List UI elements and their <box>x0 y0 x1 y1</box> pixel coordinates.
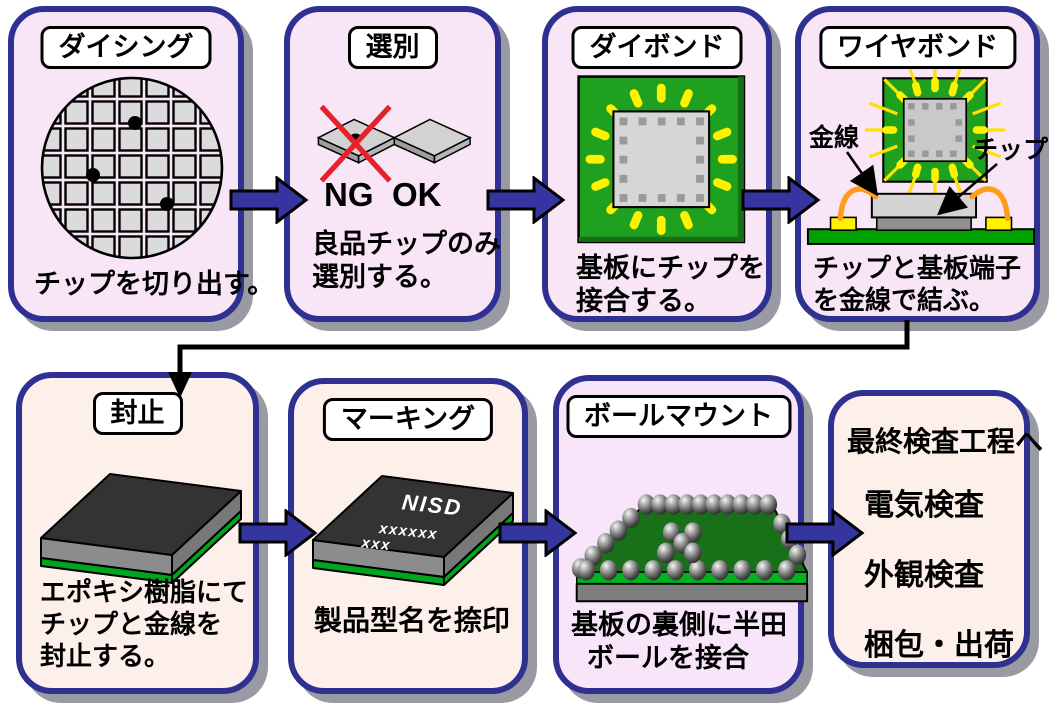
panel-dicing-title: ダイシング <box>40 26 212 70</box>
panel-ballmount-title: ボールマウント <box>566 395 791 439</box>
flow-arrow-icon <box>498 509 578 557</box>
final-inspection-heading: 最終検査工程へ <box>847 426 1044 457</box>
panel-sorting-caption: 良品チップのみ 選別する。 <box>312 229 501 293</box>
red-cross-icon <box>319 104 392 183</box>
panel-diebond-title: ダイボンド <box>571 26 743 70</box>
solder-balls <box>571 494 807 581</box>
panel-marking: マーキング NISD xxxxxx xxx 製品型名を捺印 <box>288 378 528 694</box>
solder-ball-board-illustration <box>571 494 809 603</box>
gold-wire-right <box>969 186 1011 222</box>
panel-dicing-caption: チップを切り出す。 <box>34 269 275 299</box>
die-bond-illustration <box>577 75 746 244</box>
final-item-visual: 外観検査 <box>864 559 984 592</box>
panel-final-inspection: 最終検査工程へ 電気検査 外観検査 梱包・出荷 <box>828 390 1043 668</box>
defect-dot <box>86 168 100 182</box>
panel-ballmount: ボールマウント <box>553 375 809 694</box>
gold-wire-label: 金線 <box>809 124 860 152</box>
ng-chip <box>316 104 397 183</box>
final-item-electrical: 電気検査 <box>864 489 984 522</box>
panel-sorting-title: 選別 <box>347 26 438 70</box>
svg-text:xxxxxx: xxxxxx <box>377 520 439 543</box>
panel-diebond: ダイボンド <box>542 6 772 322</box>
panel-dicing: ダイシング チップを切り出す。 <box>8 6 274 322</box>
chip-label: チップ <box>973 136 1049 164</box>
ng-label: NG <box>324 176 374 213</box>
svg-text:xxx: xxx <box>360 534 392 554</box>
chip <box>612 110 711 209</box>
flow-arrow-icon <box>785 509 865 557</box>
wire-bond-top-illustration <box>865 60 1005 200</box>
ok-chip <box>392 118 472 164</box>
defect-dot <box>160 197 174 211</box>
panel-marking-caption: 製品型名を捺印 <box>314 605 511 636</box>
panel-wirebond: ワイヤボンド <box>795 6 1048 322</box>
marked-package-illustration: NISD xxxxxx xxx <box>312 475 514 586</box>
panel-diebond-caption: 基板にチップを 接合する。 <box>576 253 765 317</box>
panel-marking-title: マーキング <box>322 398 494 442</box>
panel-sealing: 封止 エポキシ樹脂にて チップと金線を 封止する。 <box>16 372 259 694</box>
chip-pads <box>619 117 704 202</box>
defect-dot <box>128 116 142 130</box>
wirebond-annotation-arrows <box>845 151 998 216</box>
panel-ballmount-caption: 基板の裏側に半田 ボールを接合 <box>571 610 787 674</box>
wafer-illustration <box>40 76 224 260</box>
panel-sorting: 選別 NG OK 良品チップのみ 選別する。 <box>284 6 501 322</box>
flow-arrow-icon <box>486 176 566 224</box>
chip-ng-ok-illustration <box>316 104 472 183</box>
flow-arrow-icon <box>229 176 309 224</box>
flow-arrow-icon <box>238 509 318 557</box>
panel-wirebond-title: ワイヤボンド <box>818 26 1017 70</box>
molded-package-illustration <box>40 473 242 584</box>
panel-sealing-caption: エポキシ樹脂にて チップと金線を 封止する。 <box>40 577 249 672</box>
final-inspection-items: 電気検査 外観検査 梱包・出荷 <box>864 480 1014 690</box>
final-item-packing: 梱包・出荷 <box>864 629 1014 662</box>
panel-sealing-title: 封止 <box>92 392 183 436</box>
flow-arrow-icon <box>741 176 821 224</box>
panel-wirebond-caption: チップと基板端子 を金線で結ぶ。 <box>813 253 1022 316</box>
chip-pads <box>908 103 962 157</box>
ok-label: OK <box>392 176 442 213</box>
